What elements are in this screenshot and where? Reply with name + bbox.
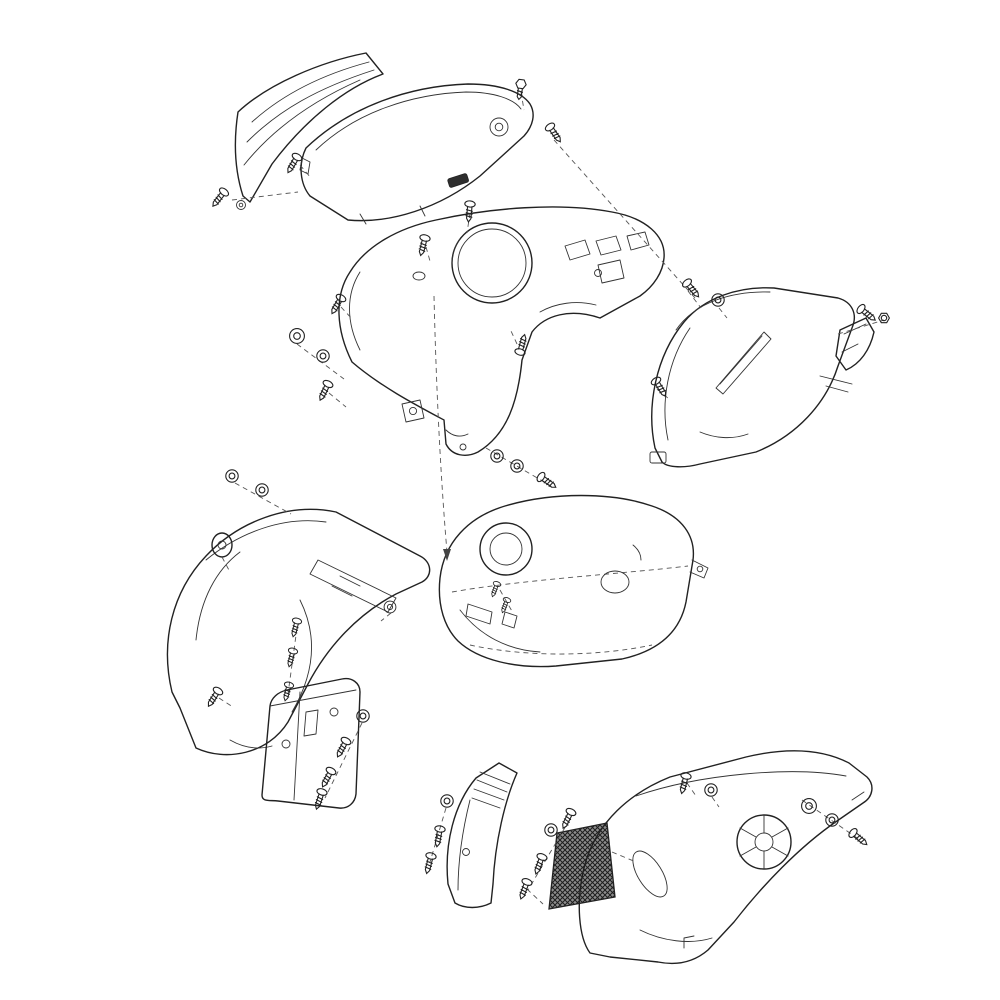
- screw: [288, 616, 303, 639]
- washer: [225, 469, 239, 483]
- tank-cover-to-tank-leader: [433, 295, 448, 553]
- windshield-panel: [234, 52, 384, 210]
- rubber-pad: [447, 173, 469, 188]
- under-cowl-stay: [446, 762, 518, 909]
- screw: [310, 786, 329, 812]
- fuel-tank: [438, 494, 709, 668]
- grommet: [289, 328, 305, 344]
- screw: [203, 685, 225, 710]
- flange-bolt: [513, 78, 528, 101]
- nut: [878, 312, 890, 324]
- screw: [846, 826, 871, 850]
- front-cowl-panel: [299, 83, 534, 225]
- washer: [704, 783, 718, 797]
- washer: [711, 293, 725, 307]
- screw: [530, 851, 549, 877]
- screw: [534, 470, 560, 493]
- screw: [421, 851, 438, 876]
- grommet: [383, 600, 397, 614]
- screw: [282, 151, 304, 176]
- screw: [314, 378, 335, 404]
- washer: [544, 823, 558, 837]
- right-side-cover: [649, 287, 856, 468]
- fasteners: [203, 78, 890, 902]
- left-lower-bracket: [261, 677, 361, 809]
- screw: [431, 824, 447, 849]
- leader-lines: [218, 91, 885, 905]
- lower-side-cover: [578, 750, 873, 965]
- screw: [557, 806, 578, 832]
- screw: [208, 185, 231, 210]
- washer: [510, 459, 524, 473]
- tank-top-cover: [338, 206, 665, 456]
- screw: [317, 765, 338, 790]
- mesh-grille: [548, 822, 616, 910]
- washer: [255, 483, 269, 497]
- screw: [515, 876, 534, 902]
- washer: [490, 449, 504, 463]
- screw: [284, 646, 299, 669]
- screw: [680, 276, 704, 301]
- screw: [543, 120, 566, 146]
- screw: [488, 580, 502, 599]
- screw: [326, 292, 348, 317]
- washer: [316, 349, 330, 363]
- right-corner-bracket: [819, 317, 875, 393]
- panel-grommet: [211, 532, 233, 558]
- screw: [332, 735, 353, 760]
- screw: [415, 233, 432, 258]
- washer: [440, 794, 454, 808]
- grommet: [801, 798, 817, 814]
- screw: [462, 199, 477, 223]
